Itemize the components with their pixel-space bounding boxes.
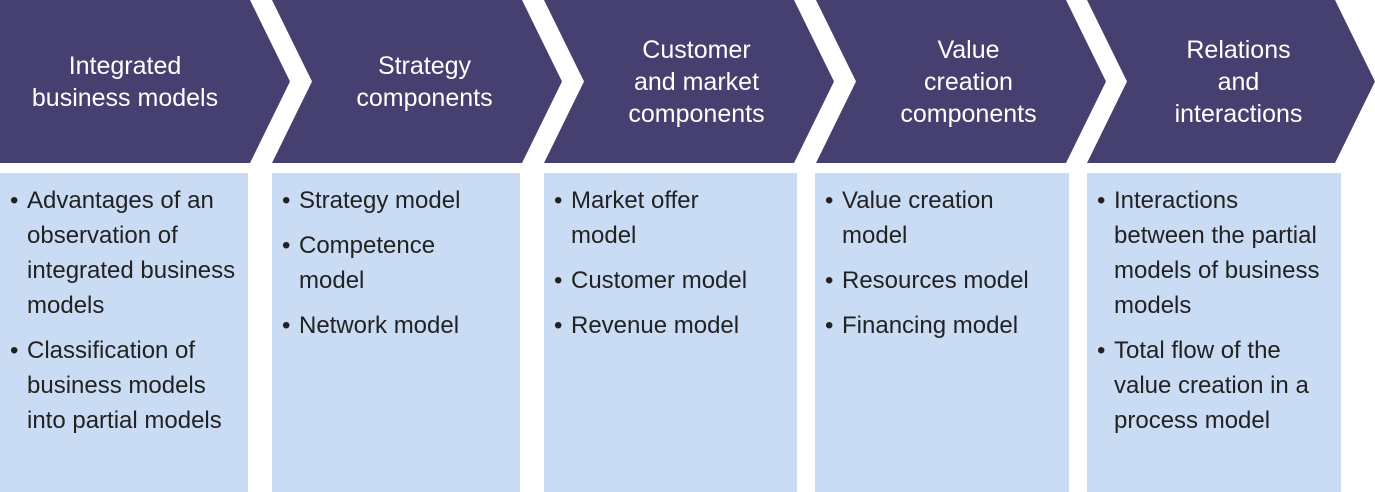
list-item: • Resources model: [825, 263, 1059, 298]
list-item-text: Total flow of the value creation in a pr…: [1114, 337, 1309, 434]
list-item-text: Resources model: [842, 267, 1029, 294]
bullet-list: • Value creation model • Resources model •…: [825, 183, 1059, 343]
bullet-icon: •: [825, 267, 834, 294]
chevron-arrow-shape: [272, 0, 562, 163]
bullet-icon: •: [554, 267, 563, 294]
bullet-icon: •: [554, 312, 563, 339]
list-item-text: Financing model: [842, 312, 1019, 339]
column-title: Value creation components: [900, 35, 1037, 128]
list-item: • Classification of business models into …: [10, 333, 238, 438]
list-item-text: Value creation model: [842, 187, 994, 249]
bullet-icon: •: [282, 232, 291, 259]
list-item-text: Advantages of an observation of integrat…: [27, 187, 236, 319]
list-item: • Market offer model: [554, 183, 787, 253]
card-strategy-components: • Strategy model • Competence model • Netwo…: [272, 173, 520, 492]
list-item: • Strategy model: [282, 183, 510, 218]
list-item: • Total flow of the value creation in a p…: [1097, 333, 1331, 438]
list-item-text: Revenue model: [571, 312, 740, 339]
chevron-value-creation-components: Value creation components: [816, 0, 1106, 163]
list-item: • Revenue model: [554, 308, 787, 343]
bullet-list: • Advantages of an observation of integra…: [10, 183, 238, 438]
bullet-icon: •: [282, 187, 291, 214]
card-customer-market-components: • Market offer model • Customer model • Rev…: [544, 173, 797, 492]
bullet-icon: •: [825, 312, 834, 339]
list-item: • Advantages of an observation of integra…: [10, 183, 238, 323]
bullet-icon: •: [1097, 187, 1106, 214]
bullet-list: • Interactions between the partial models…: [1097, 183, 1331, 438]
list-item: • Customer model: [554, 263, 787, 298]
list-item-text: Classification of business models into p…: [27, 337, 222, 434]
chevron-customer-market-components: Customer and market components: [544, 0, 834, 163]
column-title: Customer and market components: [628, 35, 765, 128]
chevron-arrow-shape: [0, 0, 290, 163]
bullet-icon: •: [10, 337, 19, 364]
list-item: • Financing model: [825, 308, 1059, 343]
bullet-icon: •: [825, 187, 834, 214]
list-item-text: Network model: [299, 312, 460, 339]
chevron-relations-interactions: Relations and interactions: [1087, 0, 1375, 163]
list-item: • Interactions between the partial models…: [1097, 183, 1331, 323]
chevron-integrated-business-models: Integrated business models: [0, 0, 290, 163]
list-item-text: Strategy model: [299, 187, 461, 214]
chevron-arrow-shape: [816, 0, 1106, 163]
list-item-text: Market offer model: [571, 187, 699, 249]
list-item-text: Competence model: [299, 232, 436, 294]
chevron-arrow-shape: [1087, 0, 1375, 163]
chevron-strategy-components: Strategy components: [272, 0, 562, 163]
card-integrated-business-models: • Advantages of an observation of integra…: [0, 173, 248, 492]
column-title: Strategy components: [356, 51, 493, 112]
bullet-icon: •: [282, 312, 291, 339]
list-item: • Value creation model: [825, 183, 1059, 253]
bullet-list: • Strategy model • Competence model • Netwo…: [282, 183, 510, 343]
card-relations-interactions: • Interactions between the partial models…: [1087, 173, 1341, 492]
chevron-arrow-shape: [544, 0, 834, 163]
list-item: • Competence model: [282, 228, 510, 298]
bullet-list: • Market offer model • Customer model • Rev…: [554, 183, 787, 343]
list-item: • Network model: [282, 308, 510, 343]
bullet-icon: •: [10, 187, 19, 214]
column-title: Integrated business models: [31, 51, 219, 112]
column-title: Relations and interactions: [1174, 35, 1303, 128]
list-item-text: Customer model: [571, 267, 748, 294]
list-item-text: Interactions between the partial models …: [1114, 187, 1320, 319]
card-value-creation-components: • Value creation model • Resources model •…: [815, 173, 1069, 492]
bullet-icon: •: [554, 187, 563, 214]
bullet-icon: •: [1097, 337, 1106, 364]
